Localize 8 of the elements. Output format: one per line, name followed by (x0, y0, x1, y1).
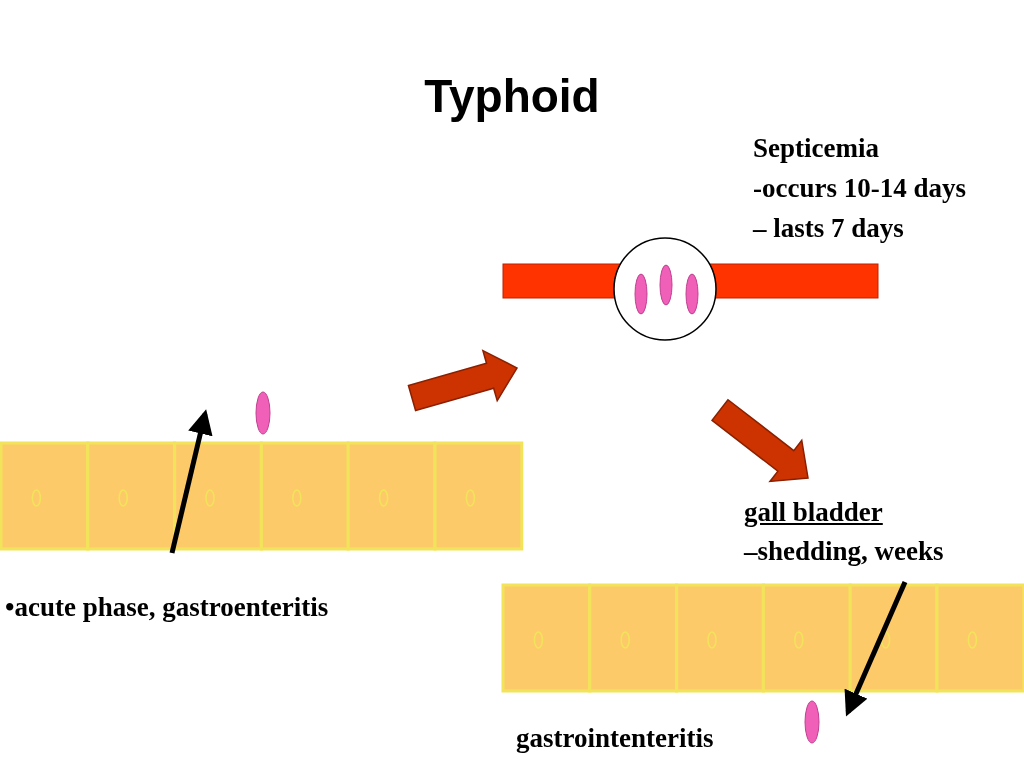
organ-label: gall bladder (744, 496, 883, 528)
note-text: –shedding, weeks (744, 535, 944, 567)
title: Typhoid (423, 69, 601, 124)
note-text: – lasts 7 days (753, 212, 904, 244)
note-text: gastrointenteritis (516, 722, 714, 754)
note-text: •acute phase, gastroenteritis (5, 591, 329, 623)
note-text: Septicemia (753, 132, 879, 164)
note-text: -occurs 10-14 days (753, 172, 966, 204)
